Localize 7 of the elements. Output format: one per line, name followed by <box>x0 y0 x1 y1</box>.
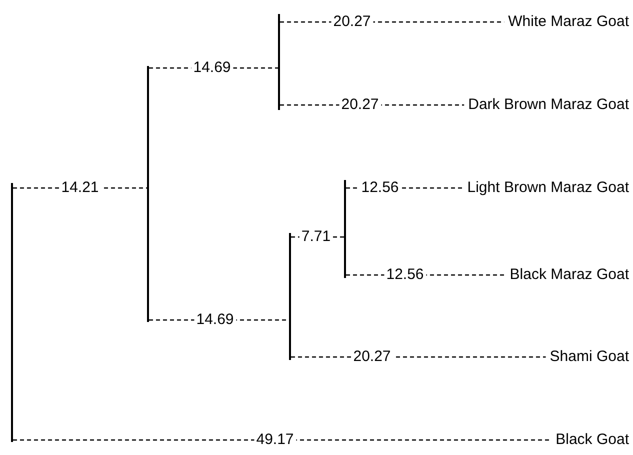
leaf-label: Light Brown Maraz Goat <box>467 179 629 197</box>
leaf-label: Black Maraz Goat <box>510 266 629 284</box>
leaf-label: Dark Brown Maraz Goat <box>468 96 629 114</box>
leaf-label: Shami Goat <box>550 348 629 366</box>
dashed-branch-line <box>13 439 552 441</box>
leaf-label: Black Goat <box>556 431 629 449</box>
leaf-label: White Maraz Goat <box>508 13 629 31</box>
